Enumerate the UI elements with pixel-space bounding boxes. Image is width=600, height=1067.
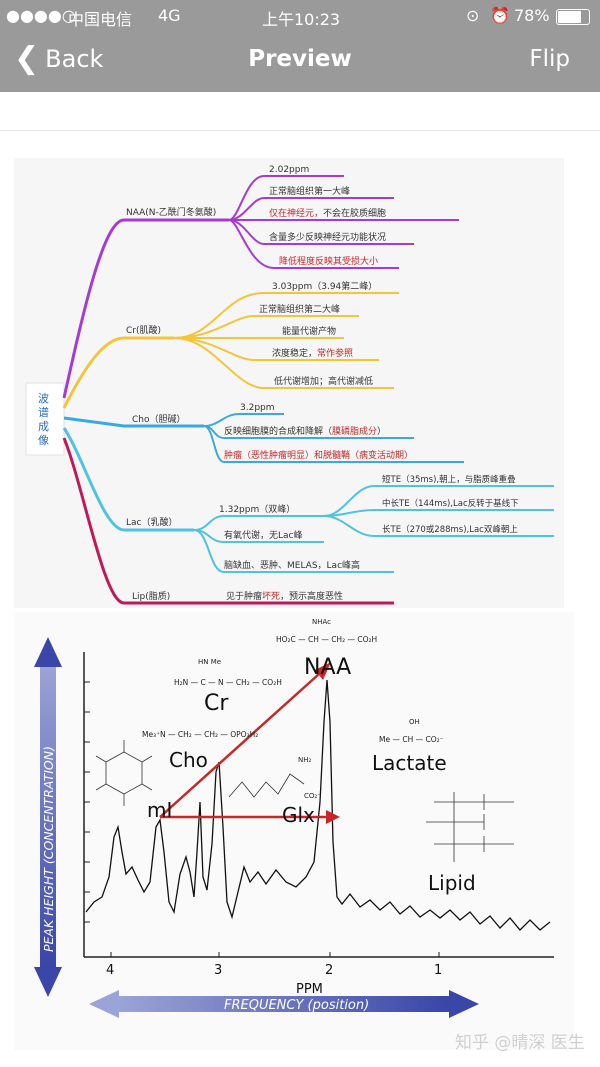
mindmap-image: 波 谱 成 像 NAA(N-乙酰门冬氨酸) 2.02ppm 正常脑组织第一大峰 …	[14, 158, 564, 608]
battery-icon	[556, 9, 590, 25]
clock: 上午10:23	[262, 10, 341, 29]
x-axis-label: PPM	[296, 982, 323, 997]
cho-label: Cho（胆碱）	[132, 414, 186, 425]
cr-item-5: 低代谢增加；高代谢减低	[274, 375, 373, 387]
flip-button[interactable]: Flip	[529, 46, 570, 72]
naa-label: NAA(N-乙酰门冬氨酸)	[126, 206, 216, 218]
y-axis-bar	[40, 667, 56, 967]
freq-bar	[119, 996, 449, 1012]
peak-label-glx: Glx	[282, 803, 315, 827]
freq-arrow-left	[89, 990, 119, 1018]
peak-label-cho: Cho	[169, 748, 208, 772]
mindmap-root-char2: 谱	[38, 405, 49, 419]
battery-percent: 78%	[514, 6, 550, 25]
lac-item-1: 有氧代谢，无Lac峰	[224, 529, 302, 541]
mindmap-root-char3: 成	[38, 420, 49, 433]
freq-label: FREQUENCY (position)	[224, 998, 369, 1013]
lac-label: Lac（乳酸）	[126, 516, 177, 528]
cho-formula: Me₃⁺N — CH₂ — CH₂ — OPO₃H₂	[142, 730, 258, 739]
red-diagonal-line	[159, 673, 320, 818]
red-diagonal-arrowhead	[315, 662, 331, 680]
cr-item-1: 3.03ppm（3.94第二峰）	[272, 280, 377, 292]
cr-item-2: 正常脑组织第二大峰	[259, 303, 340, 315]
x-tick-3: 3	[214, 963, 222, 978]
cr-item-3: 能量代谢产物	[282, 325, 336, 337]
freq-arrow-right	[449, 990, 479, 1018]
peak-label-lipid: Lipid	[428, 871, 476, 895]
naa-branch	[62, 175, 459, 399]
back-label: Back	[45, 45, 104, 73]
lock-rotation-icon: ⊙	[466, 6, 480, 25]
mindmap-root-char1: 波	[38, 392, 49, 405]
spectrum-curve	[85, 679, 551, 931]
naa-item-2: 正常脑组织第一大峰	[269, 185, 350, 197]
cr-label: Cr(肌酸)	[126, 325, 161, 336]
lip-label: Lip(脂质)	[132, 590, 170, 602]
alarm-icon: ⏰	[490, 6, 510, 25]
naa-item-5: 降低程度反映其受损大小	[279, 255, 378, 267]
naa-item-1: 2.02ppm	[269, 165, 309, 175]
peak-label-mi: mI	[147, 798, 172, 822]
lac-te-medium: 中长TE（144ms),Lac反转于基线下	[382, 498, 519, 509]
naa-formula: HO₂C — CH — CH₂ — CO₂H	[276, 635, 377, 644]
carrier: 中国电信	[68, 10, 133, 29]
cr-item-4: 浓度稳定，常作参照	[272, 347, 353, 359]
cho-item-1: 3.2ppm	[240, 403, 275, 413]
watermark: 知乎 @晴深 医生	[455, 1033, 585, 1053]
cr-formula: H₂N — C — N — CH₂ — CO₂H	[174, 678, 282, 687]
lac-sub: 1.32ppm（双峰）	[219, 504, 295, 515]
lactate-formula: Me — CH — CO₂⁻	[379, 735, 444, 744]
y-axis-label: PEAK HEIGHT (CONCENTRATION)	[41, 746, 56, 952]
back-button[interactable]: ❮ Back	[14, 44, 103, 74]
x-ticks	[110, 952, 440, 957]
x-tick-1: 1	[434, 963, 442, 978]
y-ticks	[84, 681, 90, 923]
lipid-structure-drawing	[426, 792, 514, 862]
naa-formula-top: NHAc	[312, 618, 331, 626]
mindmap-root-char4: 像	[38, 434, 49, 447]
network-type: 4G	[158, 6, 181, 25]
divider	[0, 130, 600, 131]
glx-formula-end: CO₂⁻	[304, 792, 321, 800]
peak-label-cr: Cr	[204, 691, 229, 716]
peak-label-lactate: Lactate	[372, 751, 447, 775]
glx-chain-drawing	[228, 773, 305, 798]
cr-formula-top: HN Me	[198, 658, 221, 666]
cho-branch	[63, 413, 464, 463]
inositol-ring-drawing	[95, 740, 153, 806]
x-tick-4: 4	[106, 963, 114, 978]
y-axis-arrow-down	[34, 967, 62, 997]
preview-content[interactable]: 波 谱 成 像 NAA(N-乙酰门冬氨酸) 2.02ppm 正常脑组织第一大峰 …	[0, 92, 600, 1067]
y-axis-arrow-up	[34, 637, 62, 667]
mindmap-root-box	[25, 382, 65, 456]
signal-icon: ●●●●○	[6, 6, 76, 25]
peak-label-naa: NAA	[304, 655, 351, 680]
naa-item-3: 仅在神经元，不会在胶质细胞	[269, 207, 386, 219]
chevron-left-icon: ❮	[14, 41, 40, 76]
red-horizontal-arrowhead	[326, 810, 340, 824]
glx-formula-top: NH₂	[298, 756, 312, 764]
cho-item-3: 肿瘤（恶性肿瘤明显）和脱髓鞘（病变活动期）	[224, 449, 413, 461]
cho-item-2: 反映细胞膜的合成和降解（膜磷脂成分）	[224, 425, 386, 437]
page-title: Preview	[248, 46, 352, 72]
lac-item-2: 脑缺血、恶肿、MELAS，Lac峰高	[224, 559, 360, 571]
lip-item: 见于肿瘤坏死，预示高度恶性	[226, 590, 343, 602]
lac-te-long: 长TE（270或288ms),Lac双峰朝上	[382, 524, 518, 535]
nav-bar: ❮ Back Preview Flip	[0, 32, 600, 92]
cr-branch	[62, 292, 399, 409]
lip-branch	[62, 437, 394, 605]
naa-item-4: 含量多少反映神经元功能状况	[269, 231, 386, 243]
spectrum-image: PEAK HEIGHT (CONCENTRATION) 4 3 2 1 PPM	[14, 612, 574, 1050]
x-tick-2: 2	[325, 963, 333, 978]
lac-te-short: 短TE（35ms),朝上，与脂质峰重叠	[382, 474, 516, 485]
lactate-formula-top: OH	[409, 718, 420, 726]
status-bar: ●●●●○ 中国电信 4G 上午10:23 ⊙ ⏰ 78%	[0, 0, 600, 32]
lac-branch	[62, 427, 554, 573]
